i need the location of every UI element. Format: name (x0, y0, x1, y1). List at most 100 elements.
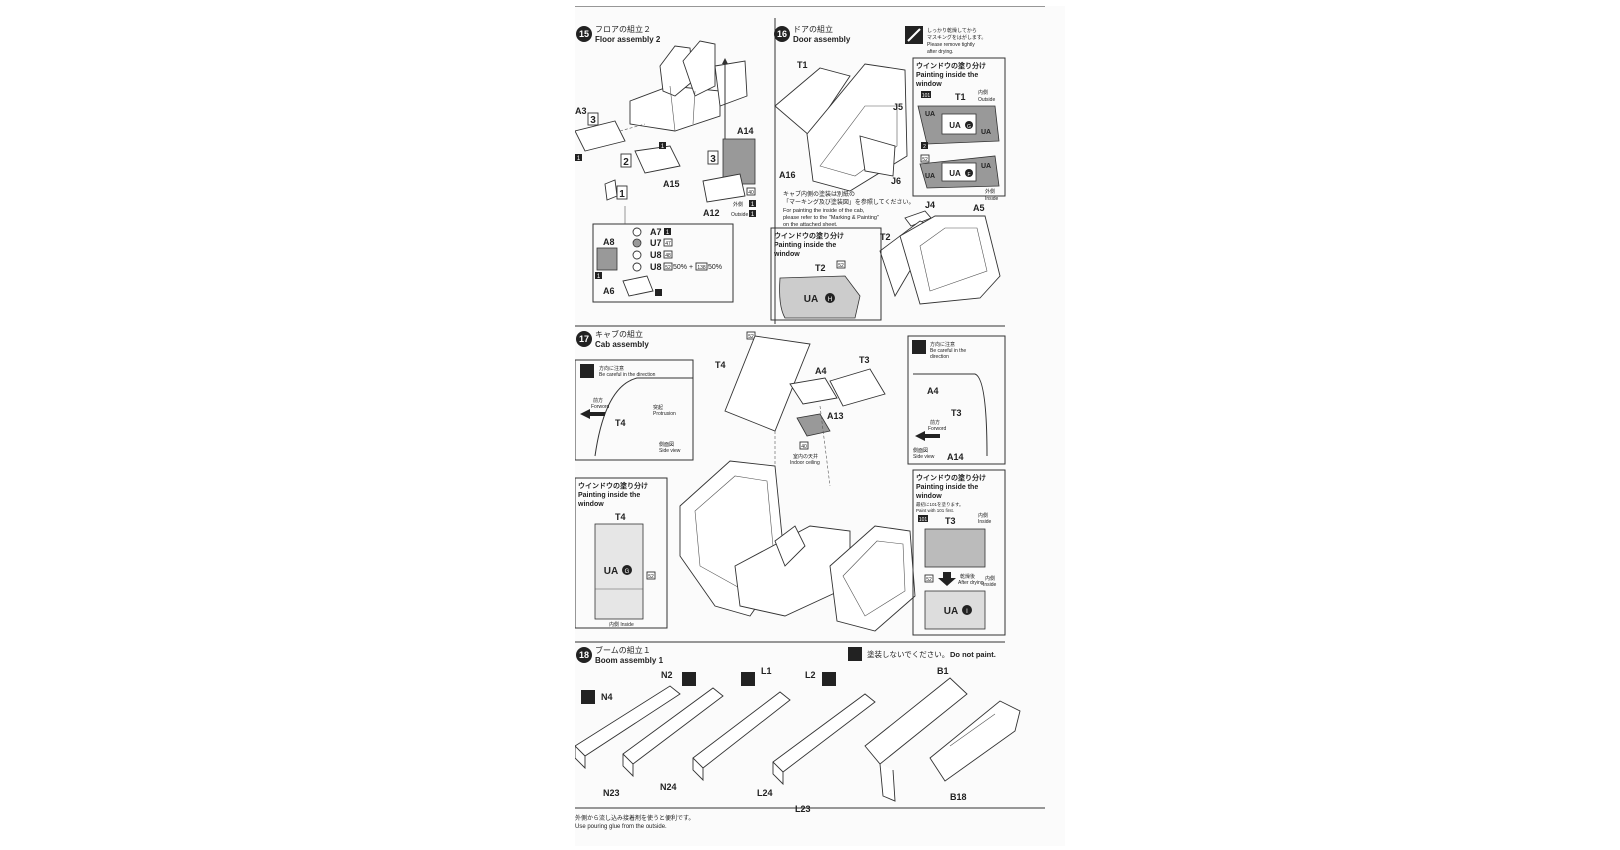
rail-N4 (575, 685, 681, 770)
forward2-en: Forword (928, 426, 947, 432)
win2-t2: T2 (815, 263, 826, 273)
step17-section: 17 キャブの組立 Cab assembly 方向に注意 Be careful … (575, 329, 1006, 636)
step17-title-jp: キャブの組立 (595, 329, 643, 339)
step16-title-en: Door assembly (793, 35, 851, 44)
win2-title-jp: ウインドウの塗り分け (774, 231, 844, 240)
part-A12-drawing (702, 173, 746, 203)
dir-A4: A4 (927, 386, 939, 396)
part-N4: N4 (601, 692, 613, 702)
window-paint-box (912, 57, 1006, 197)
part-L2: L2 (805, 670, 816, 680)
rail-B18 (929, 700, 1021, 782)
t3-window-before (924, 528, 986, 568)
part-A12: A12 (703, 208, 720, 218)
forward-arrow (580, 409, 605, 419)
part-T2: T2 (880, 232, 891, 242)
part-A6-drawing (622, 275, 654, 297)
part-T3: T3 (859, 355, 870, 365)
t3-label: T3 (945, 516, 956, 526)
t4-win-label: T4 (615, 512, 626, 522)
win2-title-en-2: window (773, 251, 800, 258)
brush-icon-6 (682, 672, 696, 686)
step18-title-en: Boom assembly 1 (595, 656, 664, 665)
part-N2: N2 (661, 670, 673, 680)
direction-box-right (907, 335, 1006, 465)
t4-win-title-jp: ウインドウの塗り分け (578, 481, 648, 490)
protrusion-en: Protrusion (653, 411, 676, 417)
part-A4: A4 (815, 366, 827, 376)
brush-icon-4 (848, 647, 862, 661)
t3-win-title-en-1: Painting inside the (916, 484, 978, 491)
part-T3-drawing (829, 368, 886, 407)
part-L1: L1 (761, 666, 772, 676)
dir-A14: A14 (947, 452, 964, 462)
rail-L2 (772, 693, 876, 786)
note-en-1: Please remove tightly (927, 42, 975, 48)
t4-ua: UA (604, 566, 618, 577)
cab-door-right (829, 525, 916, 632)
step18-title-jp: ブームの組立１ (595, 645, 651, 655)
part-A14: A14 (737, 126, 754, 136)
brush-icon-8 (822, 672, 836, 686)
ceiling-jp: 室内の天井 (793, 453, 818, 460)
part-A8: A8 (603, 237, 615, 247)
instruction-drawing: 15 フロアの組立２ Floor assembly 2 A3 3 1 2 1 A… (575, 6, 1045, 830)
num-52: 52 (922, 157, 928, 163)
t3-window-box (912, 469, 1006, 636)
part-A3-drawing (575, 120, 626, 152)
cab-color52: 52 (748, 334, 754, 340)
cab-note-en-3: on the attached sheet. (783, 222, 838, 228)
rail-N2 (622, 687, 724, 778)
part-B18: B18 (950, 792, 967, 802)
part-A13-drawing (796, 413, 831, 437)
forward2-jp: 前方 (930, 419, 940, 426)
seq-3a: 3 (590, 115, 596, 126)
win-outside-en: Outside (978, 97, 995, 103)
outside-jp: 外側 (733, 201, 743, 208)
side-jp: 側面図 (659, 441, 674, 448)
detail-callout (592, 223, 734, 303)
brush-icon-2 (580, 364, 594, 378)
t4-mark: G (625, 569, 630, 575)
ua-l2: UA (925, 173, 935, 180)
color-138: 138 (697, 265, 706, 271)
cab-note-jp-1: キャブ内側の塗装は別紙の (783, 190, 855, 198)
floor-assembly-drawing (629, 40, 748, 156)
paint-first-jp: 最初に101を塗ります。 (916, 501, 964, 508)
part-N23: N23 (603, 788, 620, 798)
part-T4: T4 (715, 360, 726, 370)
dir2-jp: 方向に注意 (930, 341, 955, 348)
qty-a15: 1 (661, 144, 665, 150)
win-t1: T1 (955, 92, 966, 102)
t3-win-title-en-2: window (915, 493, 942, 500)
part-A4-drawing (789, 377, 838, 405)
win-title-en-2: window (915, 81, 942, 88)
t3-inside2-jp: 内側 (985, 575, 995, 582)
dir-T3: T3 (951, 408, 962, 418)
qty-a8: 1 (597, 274, 601, 280)
down-arrow (938, 572, 956, 586)
side-t4: T4 (615, 418, 626, 428)
part-J4: J4 (925, 200, 935, 210)
t4-window-shape (594, 523, 644, 620)
side2-en: Side view (913, 454, 935, 460)
door2-drawing (899, 215, 1001, 305)
dir-en: Be careful in the direction (599, 372, 656, 378)
note-jp-1: しっかり乾燥してから (927, 27, 977, 34)
cab-color40: 40 (801, 444, 807, 450)
t3-inside2-en: Inside (983, 582, 997, 588)
t2-ua: UA (804, 294, 818, 305)
step18-badge (576, 647, 592, 663)
forward-en: Forword (591, 404, 610, 410)
seq-box-3b (707, 150, 719, 165)
part-J5: J5 (893, 102, 903, 112)
step15-title-en: Floor assembly 2 (595, 35, 661, 44)
part-U8a: U8 (650, 250, 662, 260)
part-A8-drawing (596, 247, 618, 271)
t3-num101: 101 (919, 517, 928, 523)
part-A15: A15 (663, 179, 680, 189)
t3-ua: UA (944, 606, 958, 617)
step18-num: 18 (579, 650, 589, 660)
cab-note-en-2: please refer to the "Marking & Painting" (783, 215, 879, 221)
t3-mark: I (966, 609, 968, 615)
